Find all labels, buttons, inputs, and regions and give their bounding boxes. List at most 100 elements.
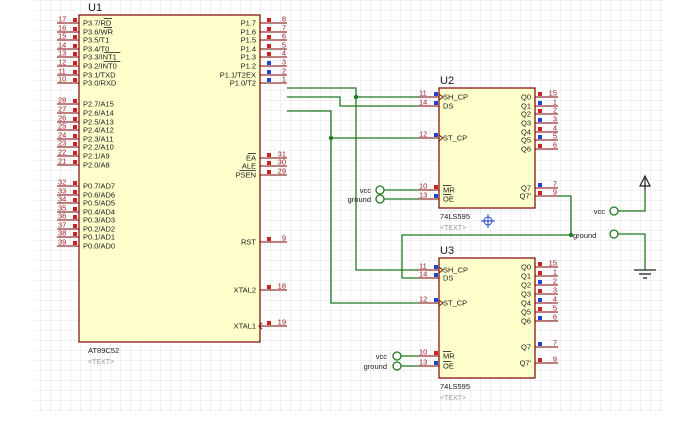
pin-state-marker [538,92,542,96]
u1-pin-4[interactable]: 4P1.3 [241,49,287,62]
pin-label: P0.0/AD0 [83,242,115,251]
u3-pin-7[interactable]: 7Q7 [521,339,558,352]
pin-label: Q5 [521,308,531,317]
u3-pin-3[interactable]: 3Q3 [521,286,558,299]
u1-pin-6[interactable]: 6P1.5 [241,32,287,45]
wire-p11-data[interactable] [287,96,418,107]
u3-pin-4[interactable]: 4Q4 [521,295,558,308]
right-ground-terminal[interactable] [609,229,619,239]
u3-pin-1[interactable]: 1Q1 [521,268,558,281]
pin-number: 34 [58,195,66,204]
u1-pin-2[interactable]: 2P1.1/T2EX [220,67,287,80]
u3-ref-label: U3 [440,245,454,257]
u3-pin-6[interactable]: 6Q6 [521,313,558,326]
pin-label: Q7 [521,343,531,352]
u2-pin-7[interactable]: 7Q7 [521,180,558,193]
pin-number: 29 [278,167,286,176]
pin-label: P1.6 [241,28,256,37]
u3-pin-5[interactable]: 5Q5 [521,304,558,317]
u1-pin-1[interactable]: 1P1.0/T2 [230,75,287,88]
u2-ground-terminal[interactable] [375,194,385,204]
pin-state-marker [267,44,271,48]
wire-right-vcc[interactable] [618,190,646,212]
u1-pin-7[interactable]: 7P1.6 [241,24,287,37]
u3-pin-9[interactable]: 9Q7' [520,355,558,368]
u2-pin-1[interactable]: 1Q1 [521,98,558,111]
wire-p10-latch[interactable] [287,110,418,304]
u2-pin-3[interactable]: 3Q3 [521,115,558,128]
u1-pin-3[interactable]: 3P1.2 [241,58,287,71]
u2-pin-5[interactable]: 5Q5 [521,132,558,145]
pin-state-marker [434,101,438,105]
pin-state-marker [73,198,77,202]
right-vcc-terminal[interactable] [609,206,619,216]
pin-label: Q7 [521,184,531,193]
u3-vcc-terminal[interactable] [392,351,402,361]
pin-state-marker [538,358,542,362]
u2-pin-6[interactable]: 6Q6 [521,141,558,154]
crosshair-icon [481,214,495,228]
clock-edge-icon [438,266,444,274]
wire-right-ground[interactable] [618,233,646,270]
u3-ground-terminal[interactable] [392,361,402,371]
pin-number: 3 [282,58,286,67]
u2-pin-9[interactable]: 9Q7' [520,188,558,201]
u2-vcc-terminal[interactable] [375,185,385,195]
wire-p12-clock[interactable] [287,87,418,271]
pin-number: 15 [58,32,66,41]
u3-pin-2[interactable]: 2Q2 [521,277,558,290]
u2-pin-4[interactable]: 4Q4 [521,124,558,137]
pin-number: 5 [282,41,286,50]
u1-pin-8[interactable]: 8P1.7 [241,15,287,28]
u2-pin-2[interactable]: 2Q2 [521,106,558,119]
u1-pin-5[interactable]: 5P1.4 [241,41,287,54]
wire-cascade-q7[interactable] [401,195,572,279]
